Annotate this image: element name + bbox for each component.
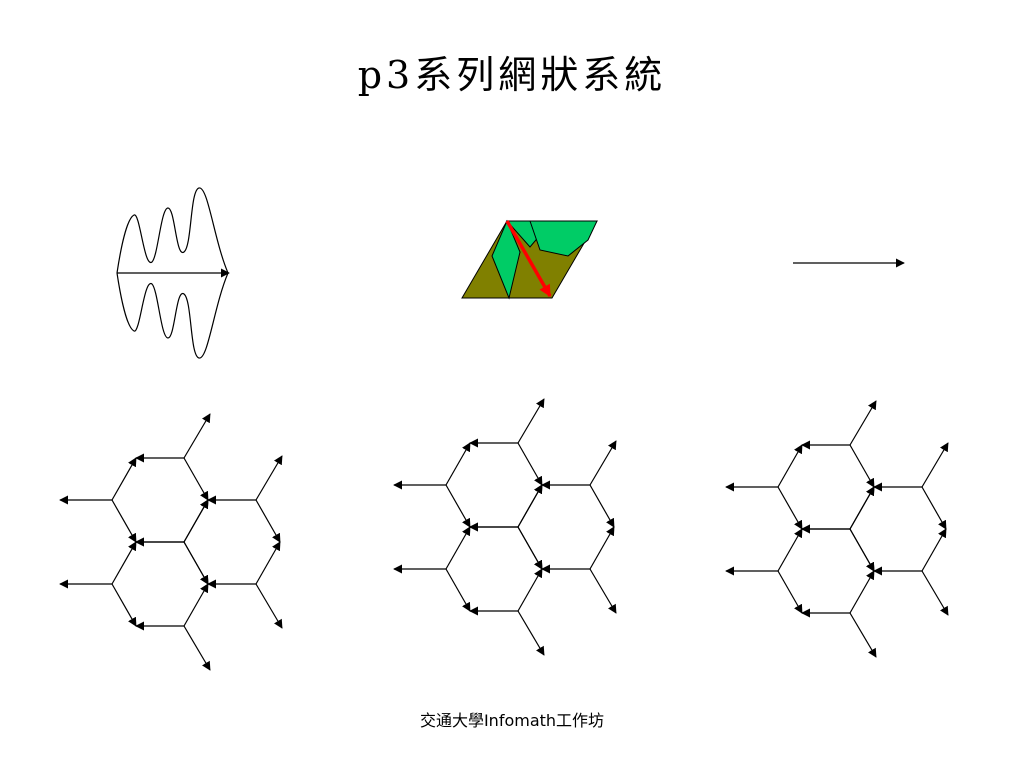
stub-top — [849, 400, 877, 446]
hex-network-left — [59, 413, 283, 671]
hex1-edge-upper-right — [517, 442, 543, 486]
hex-network-right — [725, 400, 949, 658]
footer-text: 交通大學Infomath工作坊 — [419, 711, 605, 730]
rhombus-tile — [461, 219, 598, 300]
hex1-edge-lower-left — [777, 486, 803, 530]
stub-top — [183, 413, 211, 459]
wave-lower-curve — [116, 272, 229, 359]
hex3-edge-upper-right — [255, 499, 281, 543]
hex3-edge-lower-right — [589, 526, 615, 570]
stub-bottom — [849, 612, 877, 658]
wave-upper-curve — [116, 187, 229, 274]
hex2-edge-lower-left — [445, 568, 471, 612]
stub-right-up — [255, 455, 283, 501]
hex3-edge-lower-left — [849, 528, 875, 572]
hex3-edge-upper-right — [589, 484, 615, 528]
hex1-edge-lower-left — [111, 499, 137, 543]
hex2-edge-lower-right — [517, 568, 543, 612]
hex2-edge-lower-left — [111, 583, 137, 627]
tile-red-arrow — [505, 220, 552, 298]
hex2-edge-upper-left — [111, 541, 137, 585]
stub-right-down — [921, 570, 949, 616]
stub-right-up — [921, 442, 949, 488]
hex3-edge-upper-left — [517, 484, 543, 528]
hex1-edge-upper-left — [445, 442, 471, 486]
tile-piece-right — [529, 220, 598, 257]
wave-motif — [116, 187, 230, 359]
hex3-edge-lower-left — [183, 541, 209, 585]
hex3-edge-upper-right — [921, 486, 947, 530]
hex1-edge-upper-right — [849, 444, 875, 488]
hex1-edge-lower-left — [445, 484, 471, 528]
hex3-edge-lower-right — [255, 541, 281, 585]
hex3-edge-upper-left — [849, 486, 875, 530]
hex-network-middle — [393, 398, 617, 656]
hex2-edge-lower-left — [777, 570, 803, 614]
hex3-edge-lower-left — [517, 526, 543, 570]
hex2-edge-lower-right — [849, 570, 875, 614]
stub-right-up — [589, 440, 617, 486]
hex2-edge-upper-left — [777, 528, 803, 572]
stub-top — [517, 398, 545, 444]
hex3-edge-lower-right — [921, 528, 947, 572]
hex2-edge-lower-right — [183, 583, 209, 627]
hex2-edge-upper-left — [445, 526, 471, 570]
hex1-edge-upper-left — [111, 457, 137, 501]
hex1-edge-upper-right — [183, 457, 209, 501]
hex3-edge-upper-left — [183, 499, 209, 543]
stub-bottom — [183, 625, 211, 671]
stub-right-down — [589, 568, 617, 614]
page-title: p3系列網狀系統 — [357, 53, 667, 97]
stub-right-down — [255, 583, 283, 629]
stub-bottom — [517, 610, 545, 656]
tile-piece-left — [491, 219, 521, 300]
hex1-edge-upper-left — [777, 444, 803, 488]
hex-networks — [59, 398, 949, 671]
